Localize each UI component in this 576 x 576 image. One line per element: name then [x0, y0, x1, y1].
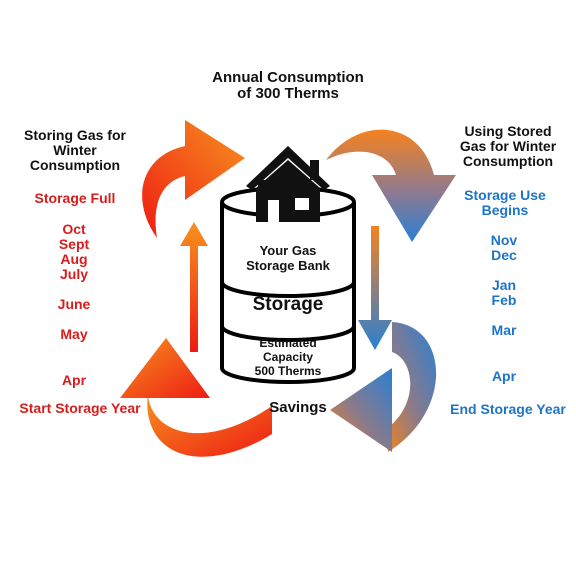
title-line-2: of 300 Therms — [237, 85, 339, 102]
month-nov: Nov — [490, 232, 518, 248]
left-header-line-1: Storing Gas for — [24, 127, 126, 143]
left-header: Storing Gas for Winter Consumption — [10, 128, 140, 173]
month-mar: Mar — [491, 322, 517, 338]
up-arrow — [180, 222, 208, 352]
right-header-line-3: Consumption — [462, 153, 554, 169]
month-dec: Dec — [491, 247, 517, 263]
down-arrow — [358, 226, 392, 350]
month-jan: Jan — [491, 277, 517, 293]
end-curved-arrow-body — [385, 322, 437, 452]
title-line-1: Annual Consumption — [212, 69, 364, 86]
month-oct: Oct — [62, 221, 86, 237]
left-header-line-3: Consumption — [29, 157, 121, 173]
storage-use-begins-line-1: Storage Use — [464, 187, 546, 203]
storage-drum — [220, 186, 356, 384]
right-header-line-2: Gas for Winter — [459, 138, 557, 154]
capacity-line-1: Estimated — [259, 336, 317, 350]
storage-full-label: Storage Full — [34, 190, 116, 206]
right-header: Using Stored Gas for Winter Consumption — [446, 124, 570, 169]
left-header-line-2: Winter — [53, 142, 97, 158]
using-curved-arrow — [326, 129, 456, 242]
bank-line-1: Your Gas — [259, 243, 317, 258]
end-storage-year-label: End Storage Year — [450, 401, 566, 417]
storage-use-begins-label: Storage Use Begins — [450, 188, 560, 218]
gas-storage-bank-label: Your Gas Storage Bank — [224, 243, 352, 273]
storage-use-begins-line-2: Begins — [481, 202, 529, 218]
house-icon — [246, 146, 330, 222]
month-sept: Sept — [58, 236, 90, 252]
storage-label: Storage — [252, 294, 324, 315]
month-apr-start: Apr — [61, 372, 87, 388]
end-curved-arrow-head — [330, 368, 392, 452]
month-apr-end: Apr — [491, 368, 517, 384]
month-june: June — [57, 296, 91, 312]
month-july: July — [59, 266, 88, 282]
capacity-line-3: 500 Therms — [254, 364, 322, 378]
month-aug: Aug — [60, 251, 88, 267]
diagram-title: Annual Consumption of 300 Therms — [150, 70, 426, 102]
month-may: May — [60, 326, 88, 342]
month-feb: Feb — [491, 292, 517, 308]
start-storage-year-label: Start Storage Year — [19, 400, 141, 416]
bank-line-2: Storage Bank — [246, 258, 330, 273]
storing-curved-arrow — [142, 120, 245, 238]
capacity-label: Estimated Capacity 500 Therms — [224, 336, 352, 378]
start-curved-arrow-body — [147, 392, 272, 457]
capacity-line-2: Capacity — [262, 350, 314, 364]
savings-label: Savings — [269, 399, 327, 416]
right-header-line-1: Using Stored — [464, 123, 552, 139]
start-curved-arrow-head — [120, 338, 210, 398]
